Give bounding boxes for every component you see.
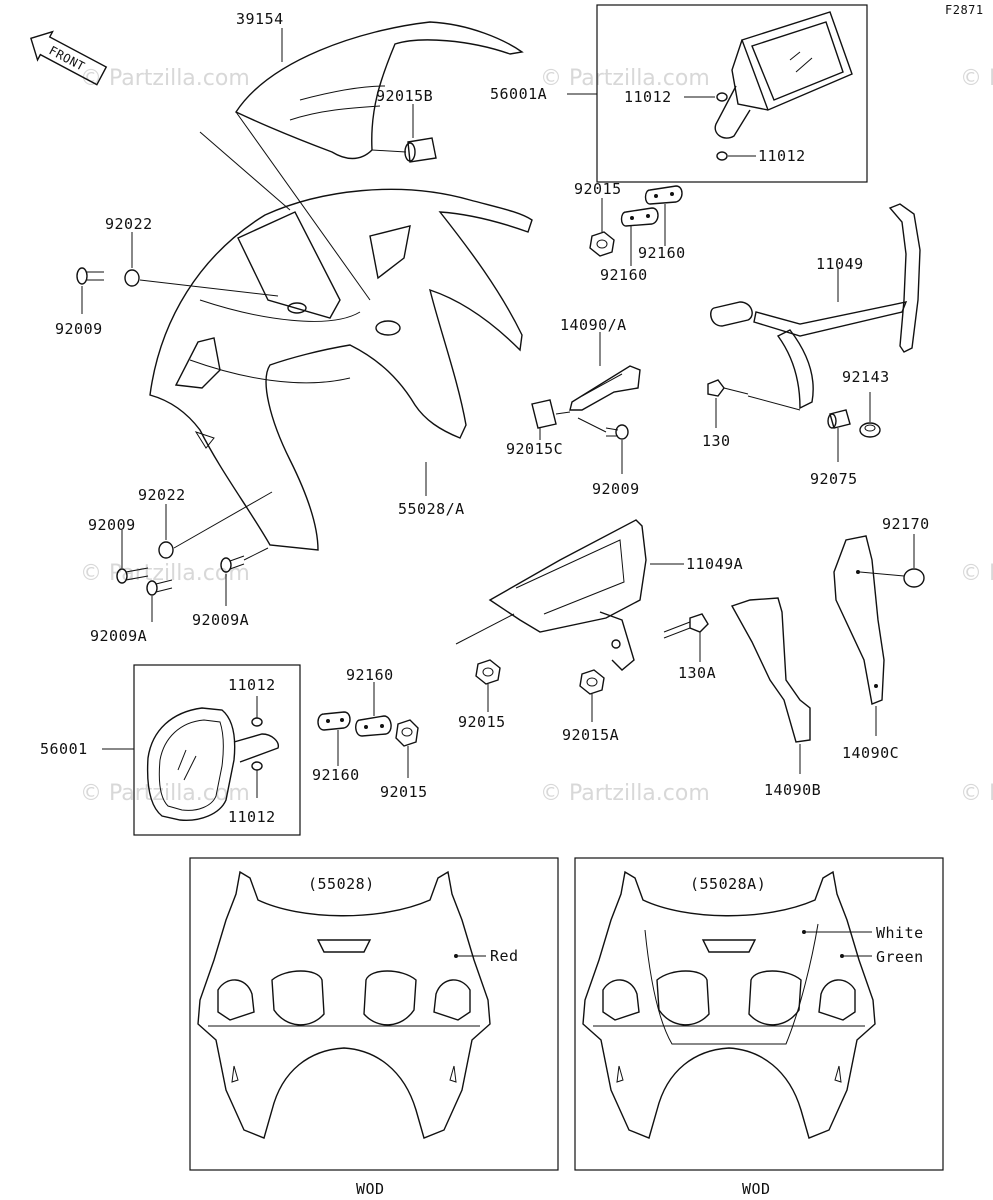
watermark: © Partzilla.com: [540, 781, 710, 806]
mirror-a: [714, 11, 853, 139]
variant-color-green: Green: [876, 948, 924, 966]
callout-130a: 130A: [678, 664, 716, 682]
screw-92009-center: [605, 424, 629, 440]
screw-92009-lower: [116, 567, 149, 584]
plate-92160-top-right: [644, 185, 683, 205]
clip-92015c: [531, 399, 557, 429]
callout-92022-lower: 92022: [138, 486, 186, 504]
callout-92160-left: 92160: [600, 266, 648, 284]
callout-130: 130: [702, 432, 731, 450]
washer-92022: [124, 269, 140, 287]
plug-92170: [903, 568, 925, 588]
rubber-cap-top: [716, 92, 728, 102]
watermark: © Partzilla.com: [960, 781, 993, 806]
watermark: © Partzilla.com: [540, 66, 710, 91]
damper-92015b: [404, 137, 437, 163]
variant-caption: WOD: [742, 1180, 771, 1198]
callout-11012-bottom: 11012: [758, 147, 806, 165]
rubber-cap-bottom: [716, 151, 728, 161]
callout-11012-mirror-bottom: 11012: [228, 808, 276, 826]
callout-92075: 92075: [810, 470, 858, 488]
damper-92075: [827, 409, 851, 429]
screw-92009a-left: [146, 579, 173, 596]
callout-92143: 92143: [842, 368, 890, 386]
callout-92015-lower: 92015: [380, 783, 428, 801]
stay-11049a: [488, 519, 647, 671]
cover-14090c: [833, 535, 885, 705]
callout-92009-left: 92009: [55, 320, 103, 338]
mirror-box: [133, 664, 301, 836]
callout-92160-lower-bottom: 92160: [312, 766, 360, 784]
callout-14090c: 14090C: [842, 744, 899, 762]
bracket-14090a: [569, 365, 641, 411]
callout-11012-top: 11012: [624, 88, 672, 106]
callout-92009-center: 92009: [592, 480, 640, 498]
nut-92015-center: [475, 659, 501, 685]
watermarks: © Partzilla.com © Partzilla.com © Partzi…: [80, 66, 993, 806]
watermark: © Partzilla.com: [960, 561, 993, 586]
callout-56001: 56001: [40, 740, 88, 758]
mirror-56001: [146, 707, 279, 821]
callout-11049: 11049: [816, 255, 864, 273]
callout-55028a: 55028/A: [398, 500, 465, 518]
variant-color-white: White: [876, 924, 924, 942]
variant-panel-right: (55028A) White Green WOD: [574, 857, 944, 1198]
callout-92160-lower-top: 92160: [346, 666, 394, 684]
upper-cowl: [149, 188, 533, 551]
callout-92022-top: 92022: [105, 215, 153, 233]
callout-11049a: 11049A: [686, 555, 743, 573]
bolt-130: [707, 379, 749, 397]
figure-code: F2871: [945, 3, 984, 17]
variant-part-no: (55028A): [690, 875, 766, 893]
screw-92009a-right: [220, 555, 245, 573]
cover-14090b: [730, 597, 811, 743]
grommet-92143: [859, 422, 881, 438]
callout-92015-center: 92015: [458, 713, 506, 731]
callout-11012-mirror-top: 11012: [228, 676, 276, 694]
watermark: © Partzilla.com: [80, 66, 250, 91]
nut-92015a-center: [579, 669, 605, 695]
variant-panel-left: (55028) Red WOD: [189, 857, 559, 1198]
callout-92015-top: 92015: [574, 180, 622, 198]
callout-92009-lower: 92009: [88, 516, 136, 534]
callout-14090a: 14090/A: [560, 316, 627, 334]
bolt-130a: [663, 613, 709, 639]
variant-caption: WOD: [356, 1180, 385, 1198]
callout-92015b: 92015B: [376, 87, 433, 105]
watermark: © Partzilla.com: [960, 66, 993, 91]
callout-92170: 92170: [882, 515, 930, 533]
nut-92015-lower: [395, 719, 419, 747]
washer-92022-lower: [158, 541, 174, 559]
stay-11049: [710, 203, 921, 410]
cowl-front-view: [197, 870, 491, 1139]
rubber-cap-mirror-top: [251, 717, 263, 727]
callout-39154: 39154: [236, 10, 284, 28]
callout-14090b: 14090B: [764, 781, 821, 799]
callout-92015a: 92015A: [562, 726, 619, 744]
callout-92160-right: 92160: [638, 244, 686, 262]
callout-92015c: 92015C: [506, 440, 563, 458]
rubber-cap-mirror-bottom: [251, 761, 263, 771]
screw-92009-left: [76, 267, 104, 285]
callout-56001a: 56001A: [490, 85, 547, 103]
variant-color-red: Red: [490, 947, 519, 965]
variant-part-no: (55028): [308, 875, 375, 893]
cowl-front-view: [582, 870, 876, 1139]
windshield: [234, 21, 524, 160]
callout-92009a-left: 92009A: [90, 627, 147, 645]
nut-92015-top: [589, 231, 615, 257]
plate-92160-lower-right: [355, 715, 392, 737]
callout-92009a-right: 92009A: [192, 611, 249, 629]
plate-92160-top-left: [620, 207, 659, 227]
plate-92160-lower-left: [317, 711, 351, 731]
